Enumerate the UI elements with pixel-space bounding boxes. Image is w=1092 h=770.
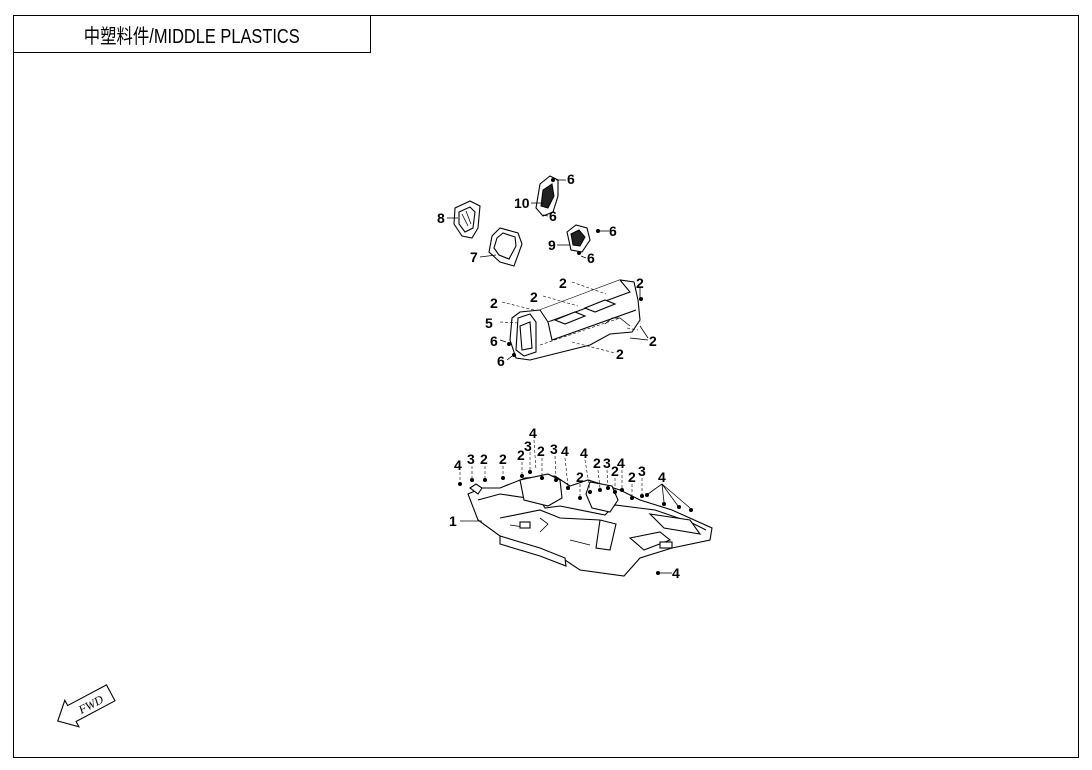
- callout-l2a: 2: [480, 451, 488, 467]
- page-title: 中塑料件/MIDDLE PLASTICS: [84, 25, 300, 48]
- part-9-bracket: [566, 224, 600, 255]
- callout-l4a: 4: [454, 457, 462, 473]
- callout-l2h: 2: [628, 469, 636, 485]
- callout-l3e: 3: [638, 463, 646, 479]
- lower-leaders: [458, 439, 693, 575]
- callout-l2g: 2: [611, 463, 619, 479]
- callout-u6d: 6: [587, 250, 595, 266]
- callout-u8: 8: [437, 210, 445, 226]
- callout-l2c: 2: [517, 447, 525, 463]
- callout-l4f: 4: [658, 469, 666, 485]
- part-1-floor-panel: [467, 473, 713, 577]
- fwd-arrow-icon: FWD: [57, 684, 116, 728]
- callout-u6a: 6: [567, 171, 575, 187]
- callout-m2a: 2: [559, 275, 567, 291]
- callout-l4e: 4: [617, 455, 625, 471]
- callout-m6a: 6: [490, 333, 498, 349]
- callout-m2f: 2: [616, 346, 624, 362]
- callout-l4d: 4: [580, 445, 588, 461]
- callout-u10: 10: [514, 195, 530, 211]
- callout-m2e: 2: [649, 333, 657, 349]
- callout-u6b: 6: [549, 208, 557, 224]
- callout-l2f: 2: [593, 455, 601, 471]
- callout-u9: 9: [548, 237, 556, 253]
- part-8-bracket: [453, 200, 481, 239]
- part-10-bracket: [535, 175, 559, 217]
- callout-l3c: 3: [550, 441, 558, 457]
- callout-u7: 7: [470, 249, 478, 265]
- part-7-bracket: [488, 227, 523, 267]
- callout-m2d: 2: [490, 295, 498, 311]
- drawing-frame: [13, 15, 1079, 758]
- callout-m2b: 2: [636, 275, 644, 291]
- callout-m6b: 6: [497, 353, 505, 369]
- callout-m2c: 2: [530, 289, 538, 305]
- callout-l3b: 3: [524, 438, 532, 454]
- callout-l3a: 3: [467, 451, 475, 467]
- callout-l1: 1: [449, 513, 457, 529]
- callout-l2d: 2: [537, 443, 545, 459]
- part-5-center-console: [509, 279, 641, 361]
- callout-l4g: 4: [672, 565, 680, 581]
- title-box: 中塑料件/MIDDLE PLASTICS: [13, 15, 371, 53]
- callout-l2e: 2: [576, 469, 584, 485]
- callout-l3d: 3: [603, 455, 611, 471]
- callout-l4b: 4: [529, 425, 537, 441]
- callout-m5: 5: [485, 315, 493, 331]
- callout-l2b: 2: [499, 451, 507, 467]
- callout-u6c: 6: [609, 223, 617, 239]
- callout-l4c: 4: [561, 443, 569, 459]
